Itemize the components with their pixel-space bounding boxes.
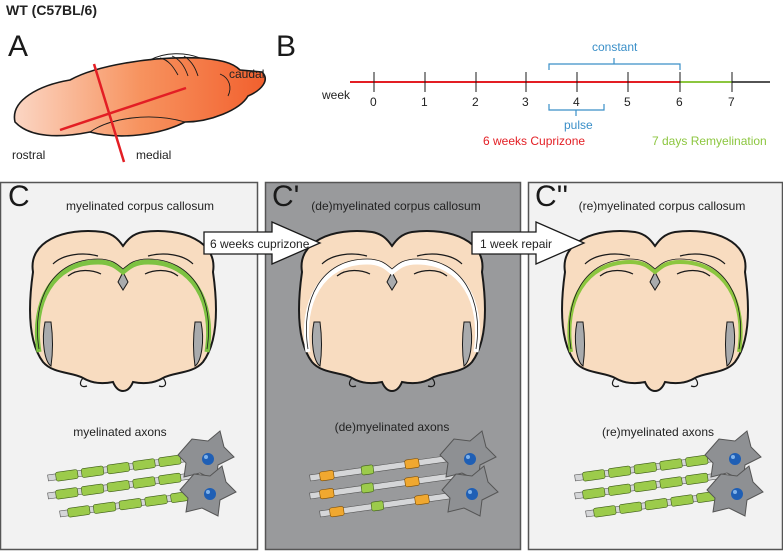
coronal-brain-c-double-prime — [561, 230, 749, 393]
arrow-repair-label: 1 week repair — [480, 237, 553, 251]
label-rostral: rostral — [12, 148, 46, 162]
panel-c-letter: C — [8, 180, 30, 213]
coronal-brain-c-prime — [298, 230, 486, 393]
tick-0: 0 — [370, 95, 377, 109]
tick-7: 7 — [728, 95, 735, 109]
sagittal-brain — [13, 53, 266, 137]
panel-c-prime-title: (de)myelinated corpus callosum — [311, 199, 481, 213]
week-label: week — [322, 88, 351, 102]
panel-c-axon-label: myelinated axons — [73, 425, 167, 439]
label-medial: medial — [136, 148, 172, 162]
arrow-cuprizone-label: 6 weeks cuprizone — [210, 237, 310, 251]
constant-label: constant — [592, 40, 638, 54]
panel-b-letter: B — [276, 30, 297, 63]
figure-title: WT (C57BL/6) — [6, 2, 97, 18]
tick-5: 5 — [624, 95, 631, 109]
sagittal-cut-line — [59, 86, 187, 132]
coronal-brain-c — [29, 230, 217, 393]
panel-c-title: myelinated corpus callosum — [65, 199, 215, 213]
label-caudal: caudal — [229, 67, 265, 81]
tick-2: 2 — [472, 95, 479, 109]
pulse-label: pulse — [564, 118, 593, 132]
pulse-bracket — [548, 104, 605, 116]
timeline — [350, 58, 770, 116]
arrow-repair — [471, 221, 586, 265]
panel-c-double-prime-letter: C'' — [535, 180, 569, 213]
tick-6: 6 — [676, 95, 683, 109]
panel-c-prime-axon-label: (de)myelinated axons — [334, 420, 450, 434]
cuprizone-label: 6 weeks Cuprizone — [483, 134, 586, 148]
tick-1: 1 — [421, 95, 428, 109]
panel-c-double-prime-title: (re)myelinated corpus callosum — [578, 199, 746, 213]
panel-c-prime-letter: C' — [272, 180, 300, 213]
tick-4: 4 — [573, 95, 580, 109]
tick-3: 3 — [522, 95, 529, 109]
remyelination-label: 7 days Remyelination — [652, 134, 767, 148]
arrow-cuprizone — [203, 221, 322, 265]
panel-c-double-prime-axon-label: (re)myelinated axons — [601, 425, 715, 439]
panel-a-letter: A — [8, 30, 29, 63]
constant-bracket — [548, 58, 681, 70]
